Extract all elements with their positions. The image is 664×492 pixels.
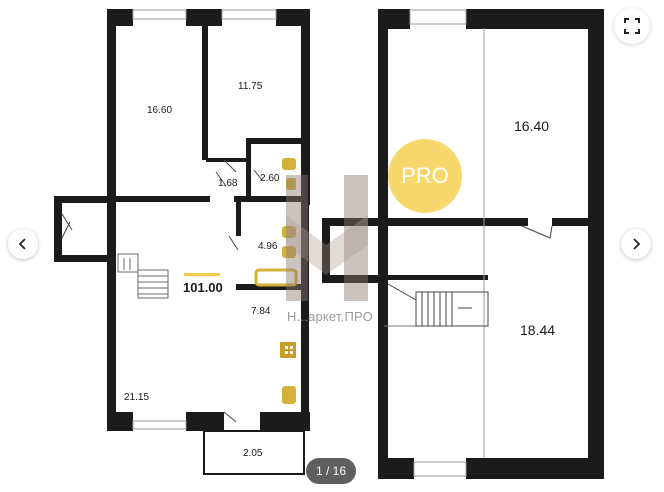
floor-2-plan xyxy=(322,9,604,479)
total-area-label: 101.00 xyxy=(183,280,223,295)
watermark-logo-icon xyxy=(286,175,368,301)
fullscreen-icon xyxy=(624,18,640,34)
chevron-right-icon xyxy=(633,238,641,250)
balcony-outline xyxy=(203,430,305,475)
bath-fixtures xyxy=(254,158,298,404)
pro-badge: PRO xyxy=(388,139,462,213)
floor-1-plan xyxy=(54,9,310,431)
total-area-accent xyxy=(184,273,220,276)
stairs-floor-1 xyxy=(117,253,169,299)
area-label-room-1: 16.60 xyxy=(147,105,172,116)
stairs-floor-2 xyxy=(387,283,489,327)
area-label-balcony: 2.05 xyxy=(243,448,263,459)
image-counter: 1 / 16 xyxy=(306,458,356,484)
area-label-hall: 1.68 xyxy=(218,178,238,189)
area-label-kitchen-living: 21.15 xyxy=(124,392,149,403)
area-label-bathroom: 4.96 xyxy=(258,241,278,252)
previous-image-button[interactable] xyxy=(8,229,38,259)
watermark-text: Н...аркет.ПРО xyxy=(287,309,373,324)
fullscreen-button[interactable] xyxy=(614,8,650,44)
area-label-wc: 2.60 xyxy=(260,173,280,184)
area-label-corridor: 7.84 xyxy=(251,306,271,317)
area-label-room-2: 11.75 xyxy=(238,81,263,92)
chevron-left-icon xyxy=(18,238,26,250)
area-label-upper-room-1: 16.40 xyxy=(514,118,549,134)
area-label-upper-room-2: 18.44 xyxy=(520,322,555,338)
next-image-button[interactable] xyxy=(621,229,651,259)
